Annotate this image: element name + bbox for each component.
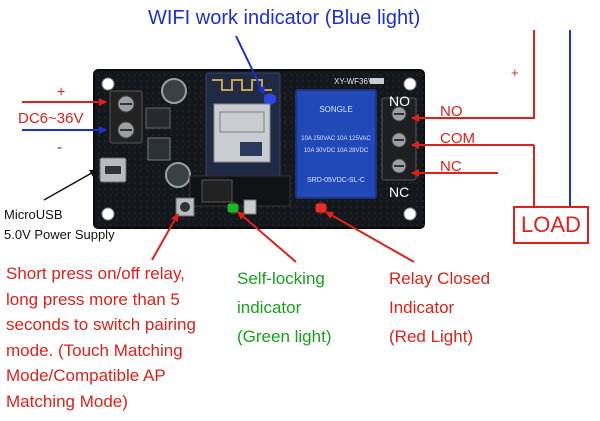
board-model-label: XY-WF36V (334, 77, 374, 86)
regulator-chip (145, 107, 171, 129)
mount-hole-icon (403, 207, 417, 221)
output-plus-label: + (511, 65, 519, 80)
green-led-pointer-arrow (237, 211, 297, 263)
green-led-description-line: indicator (237, 298, 302, 317)
button-description-line: seconds to switch pairing (6, 315, 196, 334)
relay-brand: SONGLE (319, 105, 352, 114)
button-description: Short press on/off relay, long press mor… (6, 261, 196, 414)
button-description-line: Short press on/off relay, (6, 264, 185, 283)
green-led-description: Self-locking indicator (Green light) (237, 264, 331, 351)
mount-hole-icon (403, 77, 417, 91)
mount-hole-icon (101, 77, 115, 91)
green-led (228, 204, 238, 212)
button-description-line: Mode/Compatible AP (6, 366, 166, 385)
green-led-description-line: Self-locking (237, 269, 325, 288)
red-led-description: Relay Closed Indicator (Red Light) (389, 264, 490, 351)
load-box: LOAD (513, 206, 589, 244)
inductor (147, 137, 171, 161)
board-nc-mark: NC (389, 184, 409, 200)
button-pointer-arrow (151, 213, 179, 261)
capacitor-icon (165, 162, 191, 188)
red-led (316, 204, 326, 212)
input-screw-terminal (109, 90, 143, 144)
power-voltage-label: DC6~36V (18, 110, 84, 127)
mcu-chip (201, 179, 233, 203)
usb-supply-label: 5.0V Power Supply (4, 227, 115, 242)
usb-label: MicroUSB (4, 207, 63, 222)
board-no-mark: NO (389, 93, 410, 109)
esp-wifi-module (205, 72, 281, 188)
red-led-description-line: Indicator (389, 298, 455, 317)
red-led-pointer-arrow (325, 211, 415, 263)
button-description-line: mode. (Touch Matching (6, 340, 183, 360)
wifi-indicator-title: WIFI work indicator (Blue light) (148, 7, 421, 29)
jumper-pad (243, 199, 257, 215)
relay-model: SRD-05VDC-SL-C (307, 177, 365, 184)
relay-rating-ac: 10A 250VAC 10A 125VAC (301, 136, 371, 142)
power-plus-label: + (57, 83, 66, 99)
output-no-label: NO (440, 103, 463, 120)
green-led-description-line: (Green light) (237, 327, 332, 346)
output-com-label: COM (440, 130, 475, 147)
blue-led (264, 95, 276, 103)
capacitor-icon (161, 78, 187, 104)
relay-module-board: SONGLE SRD-05VDC-SL-C 10A 250VAC 10A 125… (93, 69, 425, 229)
power-minus-label: - (57, 139, 62, 156)
output-screw-terminal (381, 97, 417, 181)
relay-rating-dc: 10A 30VDC 10A 28VDC (304, 148, 369, 154)
button-description-line: long press more than 5 (6, 289, 180, 309)
red-led-description-line: Relay Closed (389, 269, 491, 288)
button-description-line: Matching Mode) (6, 391, 128, 411)
load-positive-wire (498, 30, 535, 119)
mount-hole-icon (101, 207, 115, 221)
relay-block: SONGLE SRD-05VDC-SL-C 10A 250VAC 10A 125… (295, 89, 377, 199)
wifi-indicator-arrow (235, 35, 265, 95)
red-led-description-line: (Red Light) (389, 327, 474, 346)
wifi-logo-icon (240, 142, 262, 156)
usb-pointer-arrow (43, 169, 98, 201)
output-nc-label: NC (440, 158, 462, 175)
